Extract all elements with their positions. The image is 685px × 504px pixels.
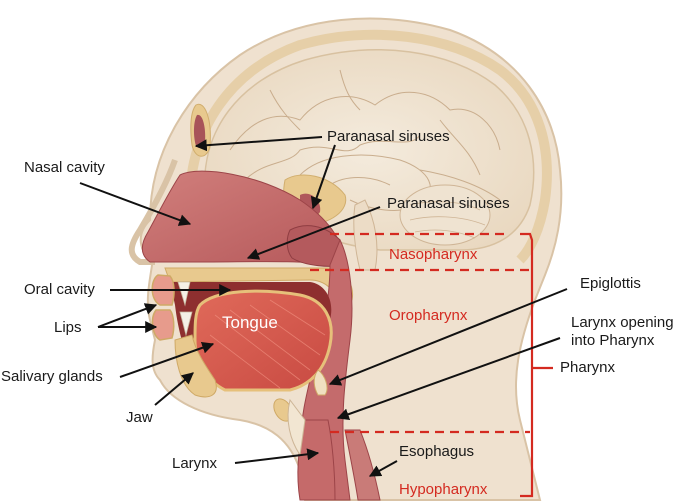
label-epiglottis: Epiglottis bbox=[580, 275, 641, 292]
label-nasal-cavity: Nasal cavity bbox=[24, 159, 105, 176]
leader-arrows bbox=[79, 136, 568, 477]
label-larynx-opening-line2: into Pharynx bbox=[571, 332, 655, 349]
epiglottis bbox=[313, 369, 328, 396]
label-jaw: Jaw bbox=[126, 409, 153, 426]
label-larynx-opening-line1: Larynx opening bbox=[571, 314, 674, 331]
label-larynx: Larynx bbox=[172, 455, 218, 472]
label-salivary-glands: Salivary glands bbox=[1, 368, 103, 385]
pharynx-brackets bbox=[310, 232, 553, 498]
tongue bbox=[193, 289, 333, 392]
label-pharynx: Pharynx bbox=[560, 359, 616, 376]
label-esophagus: Esophagus bbox=[399, 443, 475, 460]
lower-lip bbox=[151, 309, 175, 341]
label-paranasal-sinuses-frontal: Paranasal sinuses bbox=[327, 128, 450, 145]
label-lips: Lips bbox=[54, 319, 82, 336]
label-oral-cavity: Oral cavity bbox=[24, 281, 95, 298]
brain-gyri bbox=[229, 69, 501, 211]
label-tongue: Tongue bbox=[222, 313, 278, 332]
label-oropharynx: Oropharynx bbox=[389, 307, 468, 324]
skull-bone bbox=[185, 29, 552, 264]
esophagus bbox=[344, 429, 381, 501]
cerebellum bbox=[399, 184, 491, 246]
label-paranasal-sinuses-sphenoid: Paranasal sinuses bbox=[387, 195, 510, 212]
label-hypopharynx: Hypopharynx bbox=[399, 481, 488, 498]
label-nasopharynx: Nasopharynx bbox=[389, 246, 478, 263]
